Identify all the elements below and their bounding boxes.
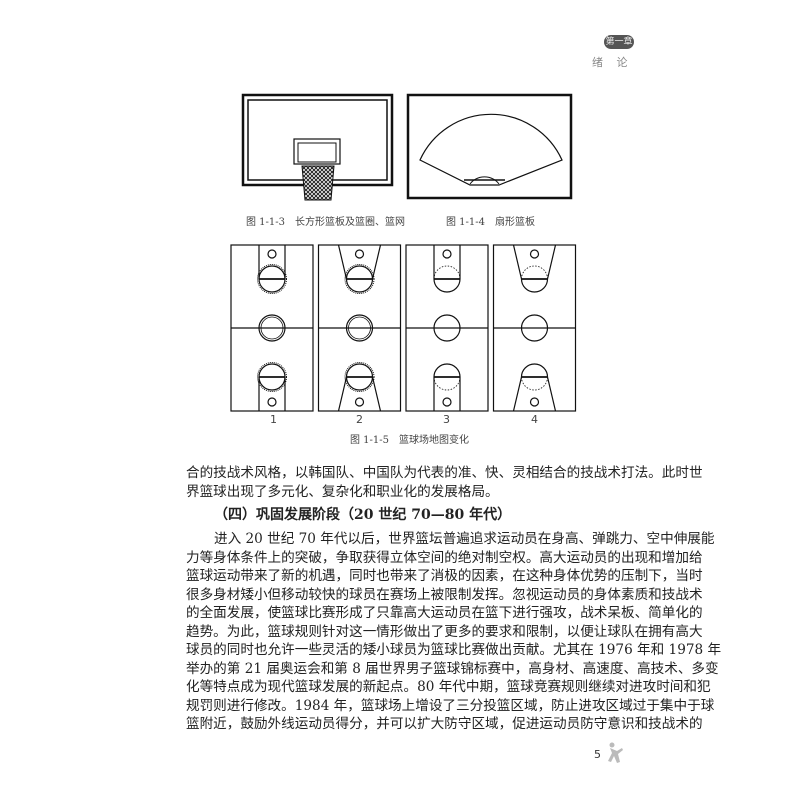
text-line: 球员的同时也允许一些灵活的矮小球员为篮球比赛做出贡献。尤其在 1976 年和 1…: [186, 642, 722, 658]
court-evolution-figure: [230, 244, 577, 412]
text-line: 规罚则进行修改。1984 年，篮球场上增设了三分投篮区域，防止进攻区域过于集中于…: [186, 697, 715, 714]
text-line: 篮附近，鼓励外线运动员得分，并可以扩大防守区域，促进运动员防守意识和技战术的: [186, 716, 703, 732]
court-label-2: 2: [356, 413, 363, 426]
text-line: 篮球运动带来了新的机遇，同时也带来了消极的因素，在这种身体优势的压制下，当时: [186, 568, 703, 584]
page-number: 5: [594, 748, 601, 761]
court-diagram: [230, 244, 314, 412]
paragraph-2: 进入 20 世纪 70 年代以后，世界篮坛普遍追求运动员在身高、弹跳力、空中伸展…: [186, 530, 722, 734]
rectangular-backboard-figure: [241, 93, 394, 201]
text-line: 界篮球出现了多元化、复杂化和职业化的发展格局。: [186, 483, 499, 500]
chapter-title: 绪 论: [592, 56, 633, 69]
figure-caption-1-1-5: 图 1-1-5 篮球场地图变化: [350, 435, 470, 446]
text-line: 进入 20 世纪 70 年代以后，世界篮坛普遍追求运动员在身高、弹跳力、空中伸展…: [214, 531, 715, 547]
court-label-3: 3: [443, 413, 450, 426]
chapter-badge: 第一章: [604, 35, 634, 49]
court-label-1: 1: [270, 413, 277, 426]
court-diagram: [317, 244, 402, 412]
text-line: 化等特点成为现代篮球发展的新起点。80 年代中期，篮球竞赛规则继续对进攻时间和犯: [186, 679, 711, 695]
text-line: 趋势。为此，篮球规则针对这一情形做出了更多的要求和限制，以便让球队在拥有高大: [186, 623, 703, 640]
paragraph-1: 合的技战术风格，以韩国队、中国队为代表的准、快、灵相结合的技战术打法。此时世 界…: [186, 464, 703, 501]
fan-backboard-figure: [406, 93, 573, 200]
text-line: 力等身体条件上的突破，争取获得立体空间的绝对制空权。高大运动员的出现和增加给: [186, 549, 703, 566]
text-line: 的全面发展，使篮球比赛形成了只靠高大运动员在篮下进行强攻，战术呆板、简单化的: [186, 605, 703, 621]
court-diagram: [492, 244, 577, 412]
court-diagram: [405, 244, 489, 412]
text-line: 合的技战术风格，以韩国队、中国队为代表的准、快、灵相结合的技战术打法。此时世: [186, 465, 703, 481]
figure-caption-1-1-3: 图 1-1-3 长方形篮板及篮圈、篮网: [246, 217, 406, 228]
basketball-player-icon: [608, 742, 623, 763]
text-line: 很多身材矮小但移动较快的球员在赛场上被限制发挥。忽视运动员的身体素质和技战术: [186, 586, 703, 603]
text-line: 举办的第 21 届奥运会和第 8 届世界男子篮球锦标赛中，高身材、高速度、高技术…: [186, 660, 719, 677]
figure-caption-1-1-4: 图 1-1-4 扇形篮板: [446, 217, 536, 228]
section-heading: （四）巩固发展阶段（20 世纪 70—80 年代）: [214, 507, 512, 523]
court-label-4: 4: [531, 413, 538, 426]
